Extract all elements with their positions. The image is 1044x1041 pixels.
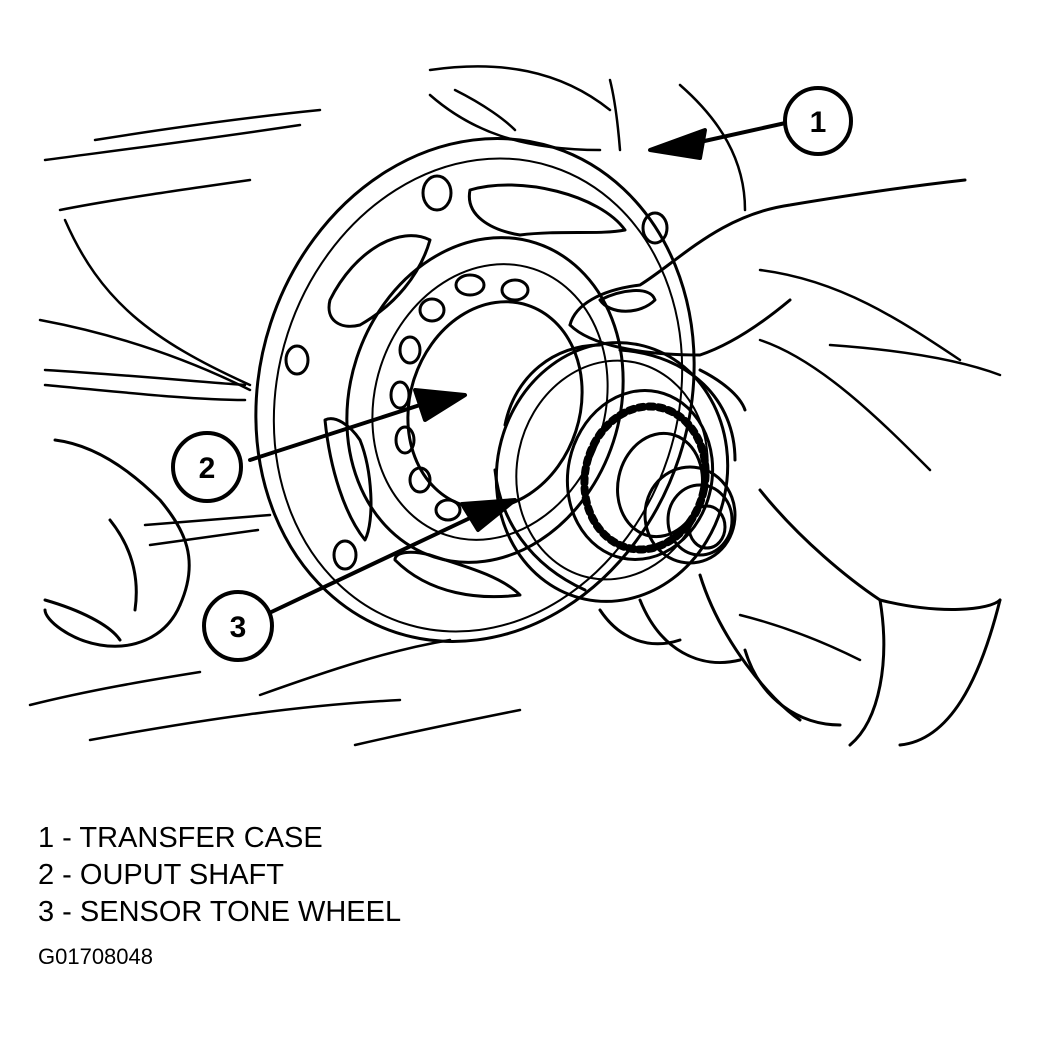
callout-3: 3 [202, 590, 274, 662]
parts-legend: 1 - TRANSFER CASE 2 - OUPUT SHAFT 3 - SE… [38, 820, 401, 931]
technician-hands [43, 178, 1002, 747]
callout-3-number: 3 [230, 611, 247, 644]
legend-item-transfer-case: 1 - TRANSFER CASE [38, 822, 323, 854]
callout-2-leader [248, 388, 467, 462]
transfer-case-flange [254, 137, 696, 643]
callout-2-number: 2 [199, 452, 216, 485]
callout-1-number: 1 [810, 106, 827, 139]
screwdriver [143, 513, 272, 547]
callout-2: 2 [171, 431, 243, 503]
exploded-illustration: 1 2 3 [28, 65, 1002, 747]
legend-item-output-shaft: 2 - OUPUT SHAFT [38, 859, 284, 891]
output-shaft [565, 389, 737, 565]
figure-id: G01708048 [38, 944, 153, 969]
housing-outline [28, 65, 1002, 747]
callout-1: 1 [783, 86, 853, 156]
callout-1-leader [648, 120, 792, 160]
legend-item-sensor-tone-wheel: 3 - SENSOR TONE WHEEL [38, 896, 402, 928]
callout-3-leader [263, 498, 517, 617]
